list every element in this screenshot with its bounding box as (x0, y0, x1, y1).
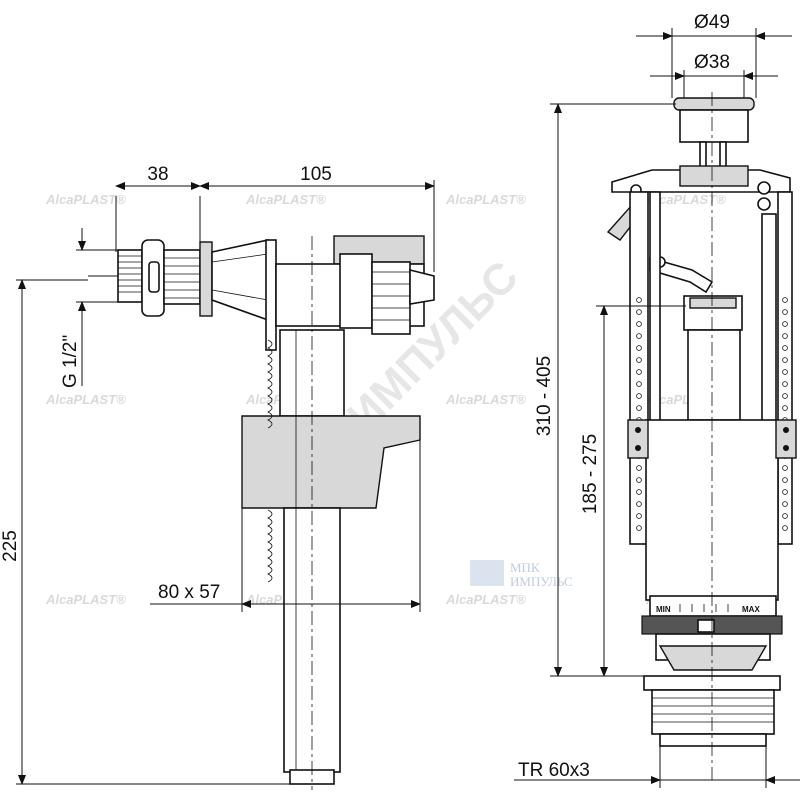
rail-hole (636, 357, 642, 363)
scale-max: MAX (742, 605, 760, 614)
valve-grip (371, 261, 411, 335)
scale-min: MIN (656, 605, 671, 614)
rail-hole (782, 489, 788, 495)
watermark-company-line1: МПК (510, 560, 540, 575)
float-stem (687, 329, 741, 421)
rail-hole (636, 525, 642, 531)
rail-hole (782, 369, 788, 375)
dim-80x57: 80 x 57 (158, 582, 220, 603)
flange (199, 241, 213, 317)
watermark-company-line2: ИМПУЛЬС (510, 574, 573, 589)
rail-hole (636, 381, 642, 387)
rail-hole (636, 345, 642, 351)
rail-hole (636, 513, 642, 519)
dim-tr60x3: TR 60x3 (518, 760, 590, 781)
rail-hole (782, 405, 788, 411)
rail-hole (636, 321, 642, 327)
push-button (673, 97, 755, 111)
watermark-brand: AlcaPLAST® (245, 192, 326, 207)
watermark-brand: AlcaPLAST® (445, 592, 526, 607)
rail-hole (782, 321, 788, 327)
dim-phi49: Ø49 (694, 12, 730, 33)
watermark-brand: AlcaPLAST® (45, 192, 126, 207)
rail-hole (636, 333, 642, 339)
rail-hole (636, 501, 642, 507)
button-body (679, 109, 749, 143)
inlet-thread (117, 249, 143, 303)
rail-hole (782, 381, 788, 387)
dim-105: 105 (300, 164, 332, 185)
rail-hole (782, 501, 788, 507)
flush-valve-drawing: MIN MAX (606, 92, 797, 780)
watermark-brand: AlcaPLAST® (45, 392, 126, 407)
rail-hole (782, 297, 788, 303)
dim-g-half: G 1/2" (60, 335, 81, 388)
right-dimensions: Ø49 Ø38 310 - 405 185 - 275 TR 60x3 (514, 12, 800, 788)
rail-hole (782, 333, 788, 339)
watermark-brand: AlcaPLAST® (445, 392, 526, 407)
rail-hole (782, 465, 788, 471)
outlet-thread (651, 689, 775, 735)
dim-38-left: 38 (147, 164, 168, 185)
rail-hole (636, 369, 642, 375)
inlet-thread-2 (163, 249, 201, 305)
rail-hole (636, 405, 642, 411)
rail-hole (636, 465, 642, 471)
float (241, 415, 421, 509)
valve-arm (211, 239, 269, 322)
watermark-brand: AlcaPLAST® (45, 592, 126, 607)
dim-185-275: 185 - 275 (580, 434, 601, 514)
dim-225: 225 (0, 530, 21, 562)
rail-hole (782, 477, 788, 483)
fill-valve-drawing (88, 235, 435, 790)
watermark-company-logo: МПК ИМПУЛЬС (470, 560, 573, 589)
rail-hole (782, 513, 788, 519)
right-rail (777, 191, 793, 545)
dim-310-405: 310 - 405 (534, 356, 555, 436)
valve-cap (339, 253, 373, 329)
rail-hole (636, 309, 642, 315)
rail-hole (782, 525, 788, 531)
adjust-rod (265, 239, 277, 351)
rail-hole (782, 309, 788, 315)
rail-hole (636, 477, 642, 483)
rail-hole (782, 345, 788, 351)
dim-phi38: Ø38 (694, 52, 730, 73)
watermark-brand: AlcaPLAST® (645, 192, 726, 207)
rail-hole (782, 393, 788, 399)
watermark-brand: AlcaPLAST® (445, 192, 526, 207)
rail-hole (636, 393, 642, 399)
rail-hole (636, 489, 642, 495)
rail-hole (782, 357, 788, 363)
rail-hole (636, 297, 642, 303)
left-dimensions: 38 105 G 1/2" 225 80 x 57 (0, 164, 435, 785)
